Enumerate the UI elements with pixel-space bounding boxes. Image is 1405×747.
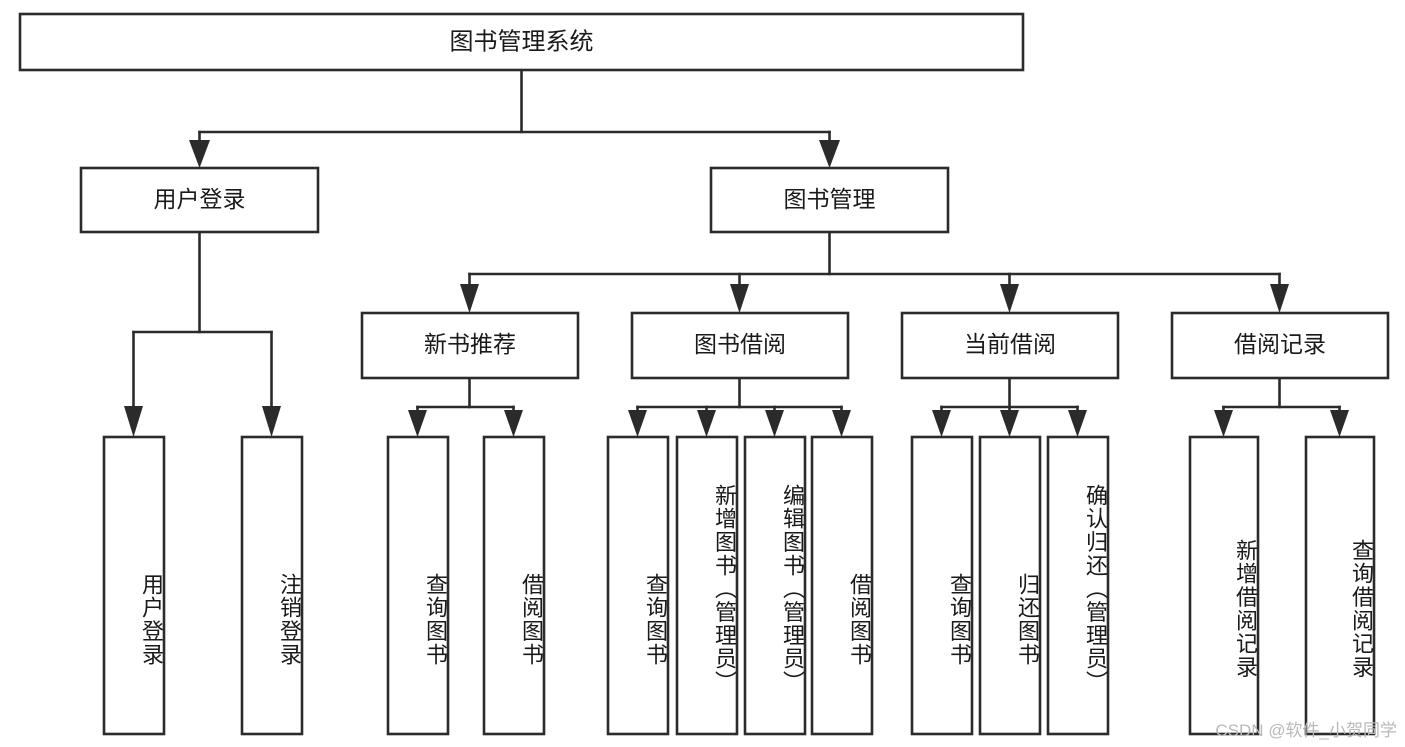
- node-new-book-recommend[interactable]: 新书推荐: [360, 311, 580, 380]
- arrow-head-icon: [1270, 284, 1289, 313]
- leaf-box-new-book-0[interactable]: [386, 435, 450, 736]
- arrow-head-icon: [1000, 284, 1019, 313]
- arrow-head-icon: [1068, 410, 1087, 437]
- node-book-borrow-label: 图书借阅: [694, 331, 786, 357]
- leaf-box-book-borrow-1[interactable]: [675, 435, 739, 736]
- connector-user-login-to-leaves: [124, 230, 281, 437]
- leaf-box-current-borrow-1[interactable]: [978, 435, 1042, 736]
- node-book-borrow-box[interactable]: [630, 311, 850, 380]
- node-current-borrow-box[interactable]: [900, 311, 1120, 380]
- node-root[interactable]: 图书管理系统: [18, 12, 1025, 72]
- node-borrow-record[interactable]: 借阅记录: [1170, 311, 1390, 380]
- leaf-box-user-login-1[interactable]: [240, 435, 304, 736]
- arrow-head-icon: [1330, 410, 1349, 437]
- node-book-manage-box[interactable]: [709, 166, 950, 234]
- node-current-borrow[interactable]: 当前借阅: [900, 311, 1120, 380]
- connector-new-book-to-leaves: [408, 376, 523, 437]
- node-book-manage[interactable]: 图书管理: [709, 166, 950, 234]
- node-root-label: 图书管理系统: [450, 28, 594, 55]
- connector-root-to-level2: [189, 68, 840, 168]
- arrow-head-icon: [262, 406, 281, 437]
- node-user-login-box[interactable]: [79, 166, 320, 234]
- connector-borrow-record-to-leaves: [1214, 376, 1349, 437]
- node-user-login-label: 用户登录: [154, 186, 246, 212]
- connector-book-borrow-to-leaves: [628, 376, 851, 437]
- arrow-head-icon: [189, 140, 210, 168]
- arrow-head-icon: [1000, 410, 1019, 437]
- arrow-head-icon: [628, 410, 647, 437]
- leaf-box-new-book-1[interactable]: [482, 435, 546, 736]
- node-borrow-record-box[interactable]: [1170, 311, 1390, 380]
- leaf-box-borrow-record-1[interactable]: [1304, 435, 1376, 736]
- arrow-head-icon: [730, 284, 749, 313]
- node-current-borrow-label: 当前借阅: [964, 331, 1056, 357]
- node-book-borrow[interactable]: 图书借阅: [630, 311, 850, 380]
- arrow-head-icon: [932, 410, 951, 437]
- node-book-manage-label: 图书管理: [784, 186, 876, 212]
- node-root-box[interactable]: [18, 12, 1025, 72]
- connector-current-borrow-to-leaves: [932, 376, 1087, 437]
- arrow-head-icon: [1214, 410, 1233, 437]
- node-new-book-recommend-box[interactable]: [360, 311, 580, 380]
- arrow-head-icon: [504, 410, 523, 437]
- leaf-box-book-borrow-0[interactable]: [606, 435, 670, 736]
- leaf-box-user-login-0[interactable]: [102, 435, 166, 736]
- arrow-head-icon: [408, 410, 427, 437]
- arrow-head-icon: [460, 284, 479, 313]
- arrow-head-icon: [765, 410, 784, 437]
- leaf-box-current-borrow-2[interactable]: [1046, 435, 1110, 736]
- node-new-book-recommend-label: 新书推荐: [424, 331, 516, 357]
- leaf-box-current-borrow-0[interactable]: [910, 435, 974, 736]
- leaf-box-book-borrow-2[interactable]: [743, 435, 807, 736]
- arrow-head-icon: [697, 410, 716, 437]
- node-user-login[interactable]: 用户登录: [79, 166, 320, 234]
- watermark: CSDN @软件_小贺同学: [1215, 721, 1397, 740]
- node-borrow-record-label: 借阅记录: [1234, 331, 1326, 357]
- arrow-head-icon: [124, 406, 143, 437]
- leaf-box-borrow-record-0[interactable]: [1188, 435, 1260, 736]
- connector-book-manage-to-level3: [460, 230, 1289, 313]
- arrow-head-icon: [819, 140, 840, 168]
- leaf-box-book-borrow-3[interactable]: [810, 435, 874, 736]
- arrow-head-icon: [832, 410, 851, 437]
